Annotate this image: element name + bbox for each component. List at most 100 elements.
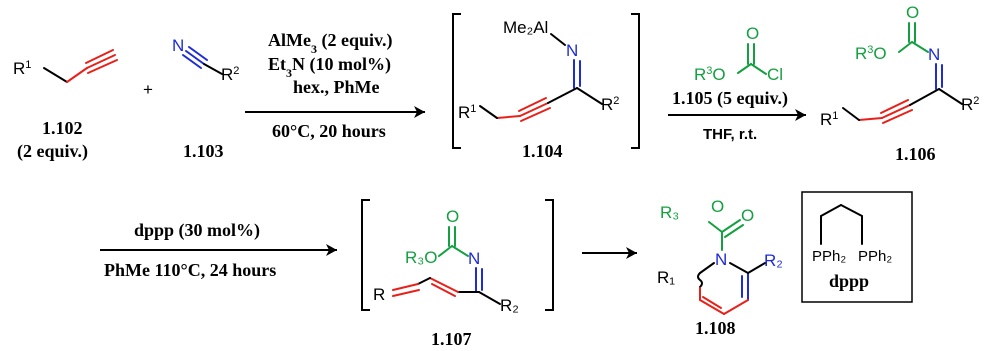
arrow-head [326,244,337,256]
nitrile-bond [185,50,205,65]
r3-label: R3O [855,44,887,63]
r1-label: R1 [458,103,476,122]
me2al-label: Me₂Al [503,18,548,37]
bracket-left [452,13,461,149]
reagent-amount: 1.105 (5 equiv.) [672,88,788,109]
ring-bond [699,262,715,274]
bracket-left [361,199,370,311]
bond-red [496,115,521,119]
nitrogen-label: N [172,36,184,55]
compound-note: (2 equiv.) [17,141,88,162]
bond [43,67,68,83]
compound-id: 1.108 [695,318,736,338]
carbonyl-oxygen: O [746,24,759,43]
carbonyl-bond [721,219,741,233]
bond [451,245,469,257]
bond [479,105,498,119]
reaction-arrow-1: AlMe3 (2 equiv.) Et3N (10 mol%) hex., Ph… [245,30,425,141]
reaction-arrow-2: O Cl R3O 1.105 (5 equiv.) THF, r.t. [668,24,806,143]
wavy-bond [697,272,703,288]
alkyne-bond [85,49,114,64]
carbonyl-oxygen: O [446,207,459,226]
bond [911,41,929,53]
carbonyl-oxygen-2: O [741,206,754,225]
arrow-head [414,106,425,118]
alkyne-bond [86,54,116,69]
r1-label: R1 [13,59,31,78]
catalyst-label: dppp (30 mol%) [134,220,260,241]
diene-bond [392,289,420,297]
r-label: R [373,285,385,304]
compound-1104: Me₂Al N R2 R1 1.104 [452,13,640,161]
bond [547,87,578,104]
r2-label: R2 [601,95,619,114]
conditions-below: PhMe 110°C, 24 hours [104,260,276,280]
diene-bond [392,283,419,291]
dppp-structure-box: PPh₂ PPh₂ dppp [801,191,913,303]
nitrogen-label: N [928,45,940,64]
compound-id: 1.106 [895,144,936,164]
r2-label: R2 [961,95,979,114]
compound-id: 1.107 [431,329,472,349]
conditions-below: 60°C, 20 hours [272,121,386,141]
bond [898,41,913,53]
reagent-line-2: Et3N (10 mol%) [268,54,391,80]
ring-bond-red [723,299,749,315]
nitrile-bond [188,46,208,61]
carbonyl-oxygen-1: O [711,197,724,216]
r2-label: R₂ [764,251,783,270]
compound-1106: O R3O N R2 R1 1.106 [820,3,979,164]
reagent-line-3: hex., PhMe [293,77,379,97]
alkyne-bond [518,97,547,112]
ring-bond-red [702,296,722,309]
plus-sign: + [143,80,153,99]
bond [840,204,863,217]
r2-label: R2 [221,65,239,84]
bond [438,245,453,257]
arrow-head [795,109,806,121]
ring-bond-red [699,299,725,315]
dppp-box [801,191,913,303]
chlorine-label: Cl [767,65,783,84]
carbonyl-bond [724,224,744,238]
bond [909,88,940,106]
nitrogen-label: N [715,250,727,269]
nitrogen-label: N [468,249,480,268]
bond [417,277,431,285]
r2-label: R₂ [500,296,519,315]
conditions-below: THF, r.t. [703,126,757,143]
r3-label: R₃ [660,203,679,222]
alkyne-bond [87,59,118,74]
bond-red [66,67,88,83]
diene-bond [431,283,456,297]
bond [203,63,223,75]
r1-label: R₁ [657,268,675,287]
reaction-arrow-4 [582,247,637,259]
bond [737,63,752,74]
diene-bond [429,277,459,293]
compound-1107: O R₃O N R₂ R 1.107 [361,199,554,349]
ring-bond [729,262,749,274]
r1-label: R1 [820,110,838,129]
pph2-left-label: PPh₂ [812,248,846,265]
pph2-right-label: PPh₂ [858,248,892,265]
nitrogen-label: N [566,41,578,60]
reaction-arrow-3: dppp (30 mol%) PhMe 110°C, 24 hours [100,220,337,280]
bond [820,204,842,217]
alkyne-bond [880,99,909,114]
alkyne-bond [520,107,551,122]
compound-1103: N R2 1.103 [172,36,239,161]
alkyne-bond [882,109,913,124]
r3-label: R₃O [405,248,437,267]
bond [576,87,603,105]
carbonyl-oxygen: O [906,3,919,22]
bond [842,107,860,121]
compound-id: 1.104 [522,141,563,161]
reagent-line-1: AlMe3 (2 equiv.) [268,30,393,56]
bond [938,88,963,105]
bond [708,221,723,233]
compound-1102: R1 1.102 (2 equiv.) [13,49,118,162]
alkyne-bond [881,104,911,119]
bond [747,262,766,274]
